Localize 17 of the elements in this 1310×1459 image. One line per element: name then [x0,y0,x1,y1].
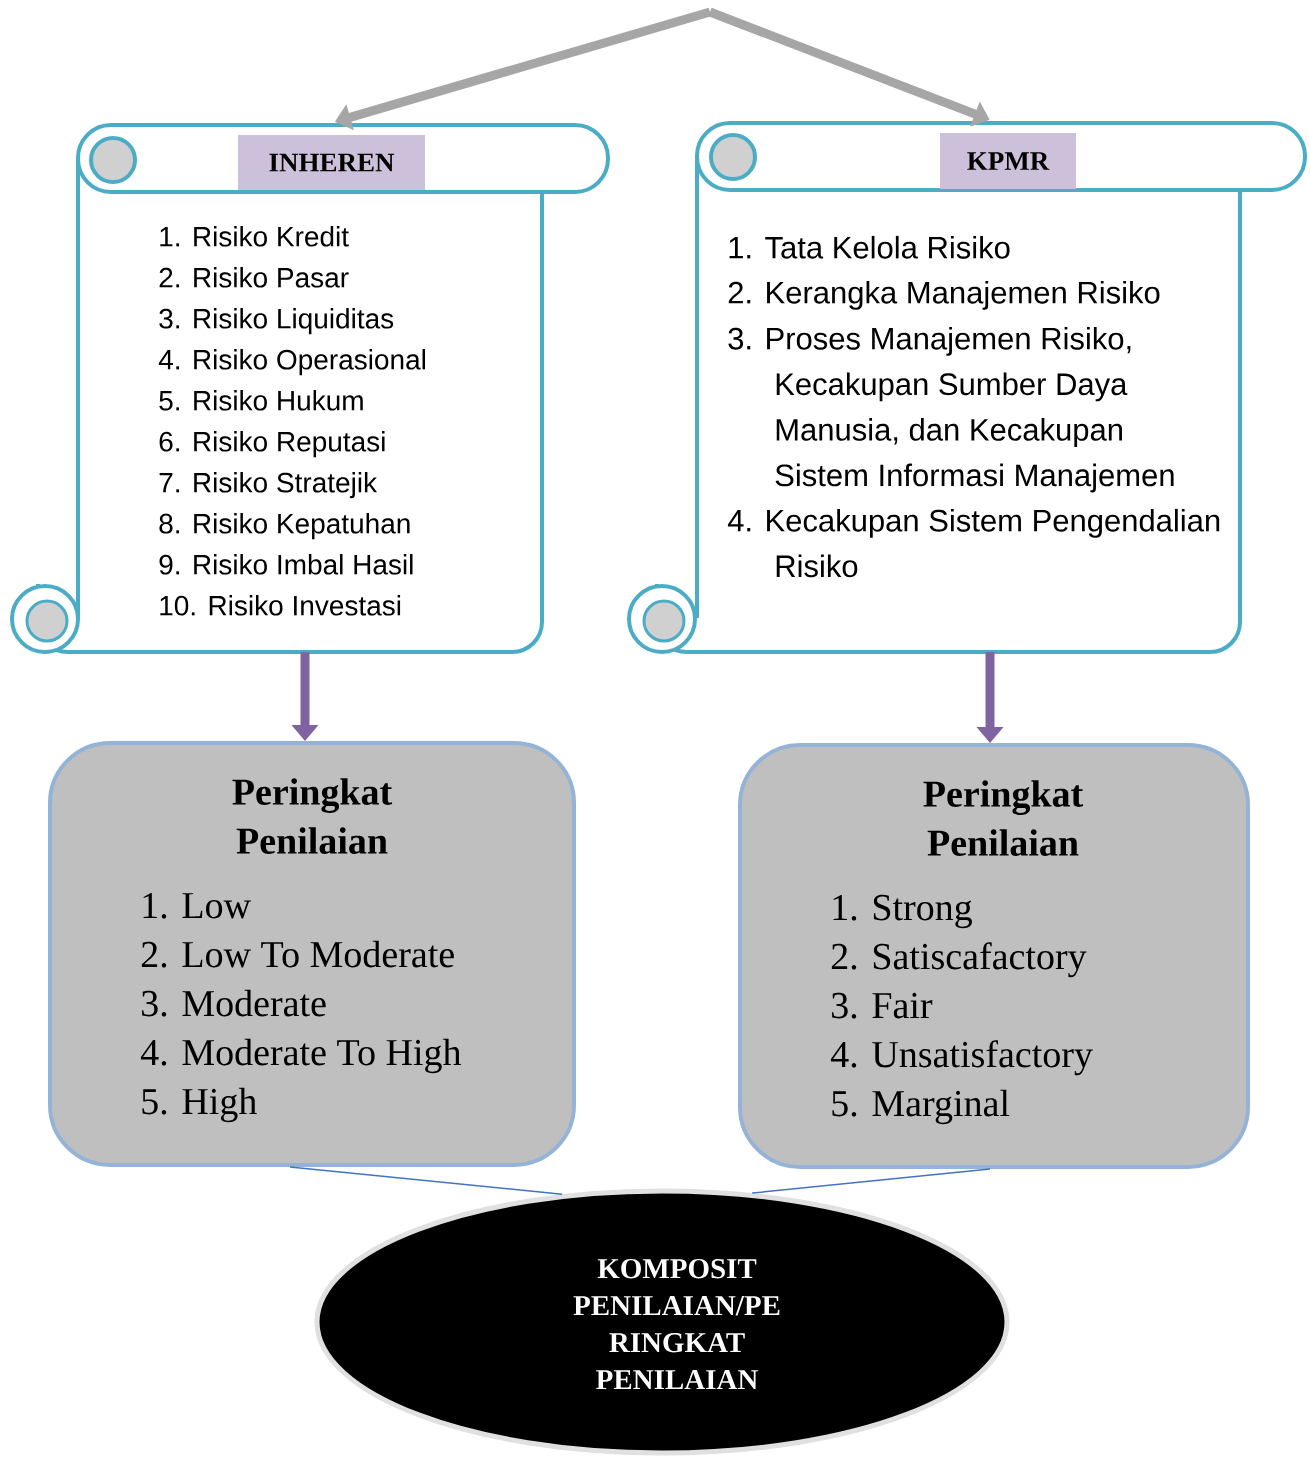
list-item: 5. High [142,1087,257,1123]
list-item: 5. Marginal [832,1089,1010,1125]
box-heading: Peringkat Penilaian [923,780,1084,856]
connector-line [289,1166,563,1195]
list-item: 1. Strong [833,894,972,929]
list-item: 1. Low [143,892,251,919]
list-item: 3. Fair [832,992,933,1019]
box-heading: Peringkat Penilaian [232,778,393,854]
list-item: 3. Moderate [142,989,326,1017]
list-item: 2. Satiscafactory [831,942,1087,978]
list-item: 4. Unsatisfactory [830,1040,1093,1076]
list-item: 2. Low To Moderate [141,940,454,968]
connector-line [751,1168,991,1194]
list-item: 4. Moderate To High [140,1038,462,1074]
ellipse-text: KOMPOSIT PENILAIAN/PE RINGKAT PENILAIAN [573,1258,780,1390]
header-label: INHEREN [238,135,425,190]
header-label: KPMR [940,133,1076,189]
